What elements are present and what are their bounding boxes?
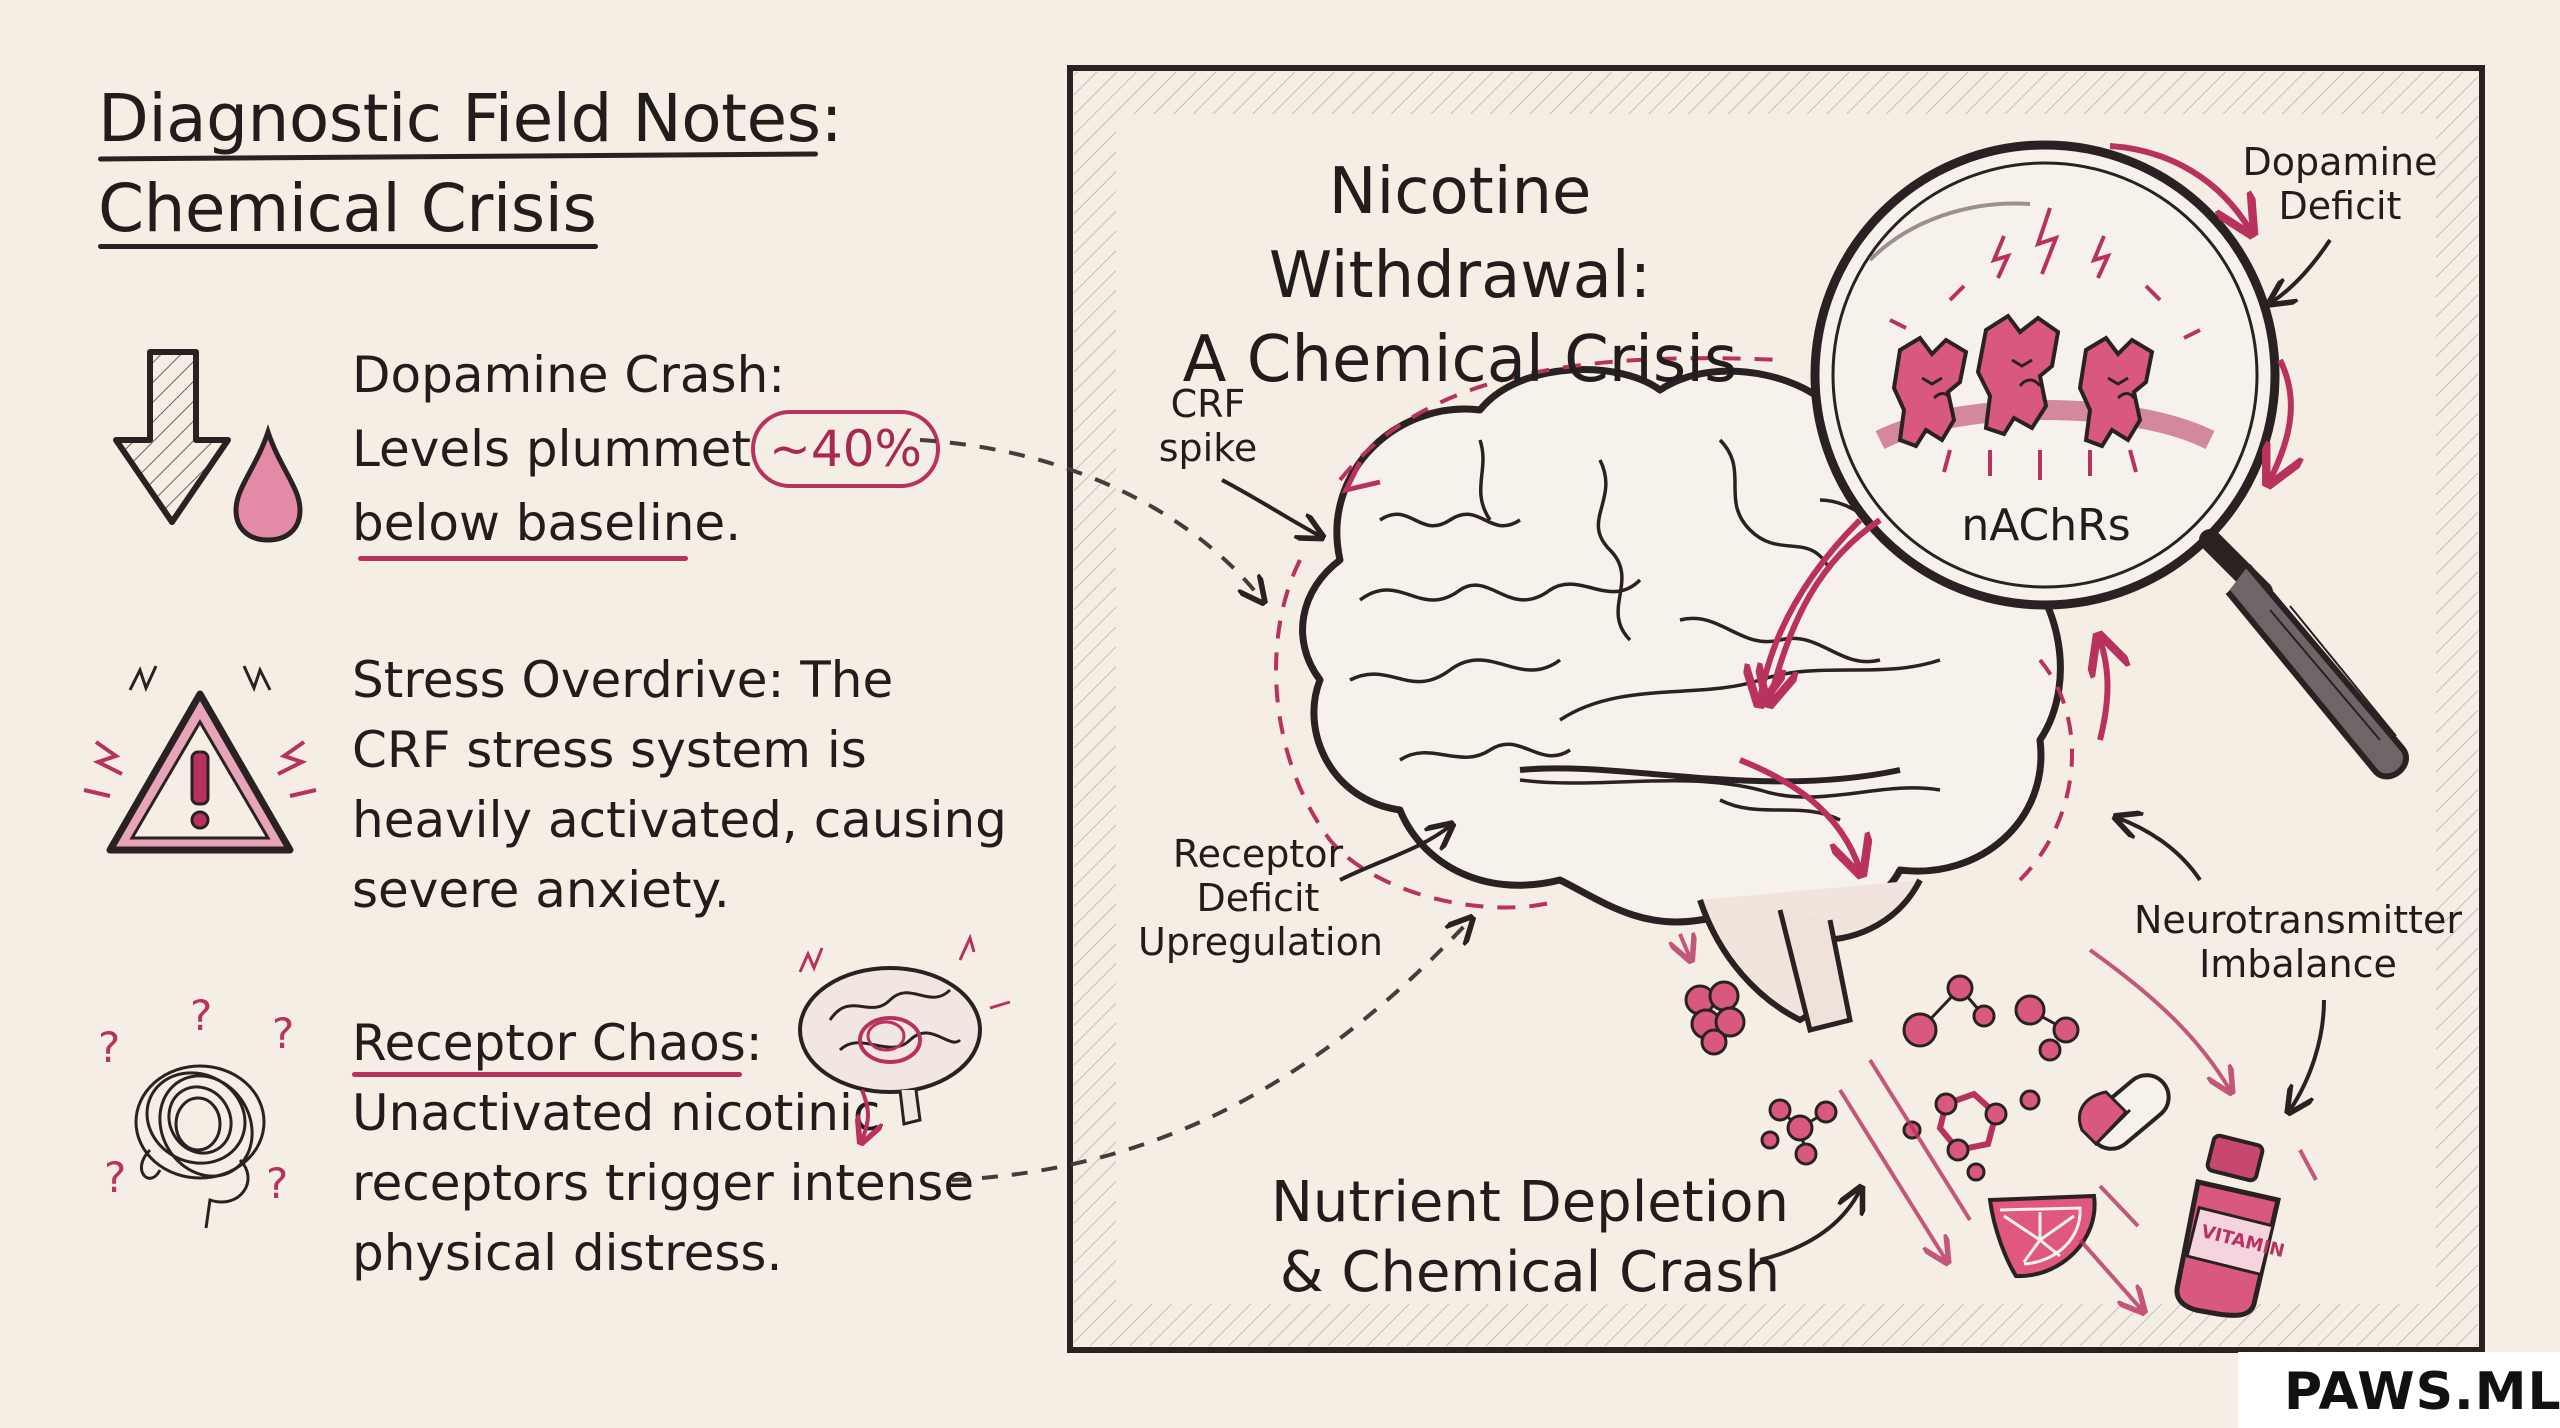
dopamine-deficit-label: Dopamine Deficit	[2240, 140, 2440, 228]
grapefruit-slice-icon	[1987, 1193, 2097, 1279]
receptor-deficit-label: Receptor Deficit Upregulation	[1138, 832, 1383, 964]
diagram-title-line2: A Chemical Crisis	[1182, 323, 1738, 397]
pink-arrow	[2270, 358, 2291, 480]
brand-logo-text: PAWS.ML	[2284, 1362, 2560, 1422]
nutrient-arrow	[1759, 1190, 1860, 1262]
pink-arrow	[1680, 934, 2318, 1310]
note-stress-overdrive: Stress Overdrive: The CRF stress system …	[352, 645, 1007, 925]
svg-text:?: ?	[104, 1153, 126, 1202]
question-mark-icons: ? ? ? ? ?	[98, 991, 294, 1208]
pink-underline	[352, 1072, 742, 1077]
receptor-deficit-arrow	[1339, 826, 1450, 882]
crf-spike-label: CRF spike	[1148, 382, 1268, 470]
note-dopamine-crash: Dopamine Crash: Levels plummet~40% below…	[352, 340, 941, 558]
label-line: Neurotransmitter	[2134, 898, 2462, 942]
small-brain-icon	[798, 933, 1011, 1126]
label-line: Imbalance	[2199, 942, 2397, 986]
nutrient-depletion-label: Nutrient Depletion & Chemical Crash	[1270, 1168, 1790, 1308]
note-line: CRF stress system is	[352, 721, 867, 779]
notes-title: Diagnostic Field Notes: Chemical Crisis	[97, 74, 843, 254]
label-line: Dopamine	[2242, 140, 2438, 184]
pink-arrow	[2109, 143, 2250, 230]
tangled-scribble-icon	[134, 1064, 266, 1229]
arrowhead	[1341, 460, 1381, 494]
molecule-icons	[1684, 974, 2080, 1182]
notes-title-line2: Chemical Crisis	[98, 170, 597, 247]
svg-text:?: ?	[272, 1009, 294, 1058]
warning-triangle-icon	[83, 665, 317, 854]
label-line: Deficit	[1196, 876, 1320, 920]
note-heading: Receptor Chaos:	[352, 1014, 763, 1072]
dashed-connector	[919, 438, 1262, 600]
svg-text:?: ?	[190, 991, 212, 1040]
label-line: Nutrient Depletion	[1270, 1170, 1790, 1235]
note-line: physical distress.	[352, 1224, 783, 1282]
note-line: Levels plummet~40%	[352, 410, 941, 488]
pink-arrow	[1770, 517, 1882, 700]
magnifying-glass-icon	[1810, 140, 2409, 780]
note-heading: Dopamine Crash:	[352, 346, 786, 404]
note-text: below baseline.	[352, 494, 742, 552]
note-line: receptors trigger intense	[352, 1154, 975, 1212]
label-line: Upregulation	[1138, 920, 1383, 964]
note-text: Levels plummet	[352, 420, 752, 478]
note-line: Unactivated nicotinic	[352, 1084, 881, 1142]
brand-badge	[2238, 1352, 2560, 1428]
label-line: CRF	[1170, 382, 1246, 426]
title-underline	[98, 244, 598, 249]
percent-highlight: ~40%	[751, 410, 941, 488]
dopamine-deficit-arrow	[2272, 238, 2332, 302]
label-line: spike	[1158, 426, 1258, 470]
nachrs-label: nAChRs	[1961, 500, 2131, 551]
svg-text:?: ?	[266, 1159, 288, 1208]
neurotransmitter-label: Neurotransmitter Imbalance	[2128, 898, 2468, 986]
note-receptor-chaos: Receptor Chaos: Unactivated nicotinic re…	[352, 1008, 974, 1288]
pill-icon	[2078, 1073, 2171, 1151]
pink-underline	[358, 556, 688, 561]
diagram-title-line1: Nicotine Withdrawal:	[1268, 155, 1652, 313]
pink-arrow	[2100, 640, 2108, 741]
neurotransmitter-arrow	[2290, 999, 2326, 1110]
notes-title-line1: Diagnostic Field Notes:	[98, 80, 843, 157]
note-line: severe anxiety.	[352, 861, 730, 919]
vitamin-bottle-icon	[2174, 1133, 2282, 1318]
diagram-frame	[1067, 65, 2485, 1353]
label-line: & Chemical Crash	[1279, 1240, 1781, 1305]
droplet-icon	[233, 424, 303, 543]
neurotransmitter-arrow	[2118, 818, 2202, 882]
receptor-icons	[1875, 207, 2215, 480]
diagram-title: Nicotine Withdrawal: A Chemical Crisis	[1150, 150, 1770, 402]
label-line: Receptor	[1172, 832, 1344, 876]
down-arrow-icon	[113, 349, 231, 525]
note-line: Stress Overdrive: The	[352, 651, 894, 709]
crf-spike-arrow	[1221, 478, 1320, 536]
svg-text:?: ?	[98, 1023, 120, 1072]
note-line: heavily activated, causing	[352, 791, 1007, 849]
label-line: Deficit	[2278, 184, 2402, 228]
dashed-arc	[1274, 356, 2074, 910]
